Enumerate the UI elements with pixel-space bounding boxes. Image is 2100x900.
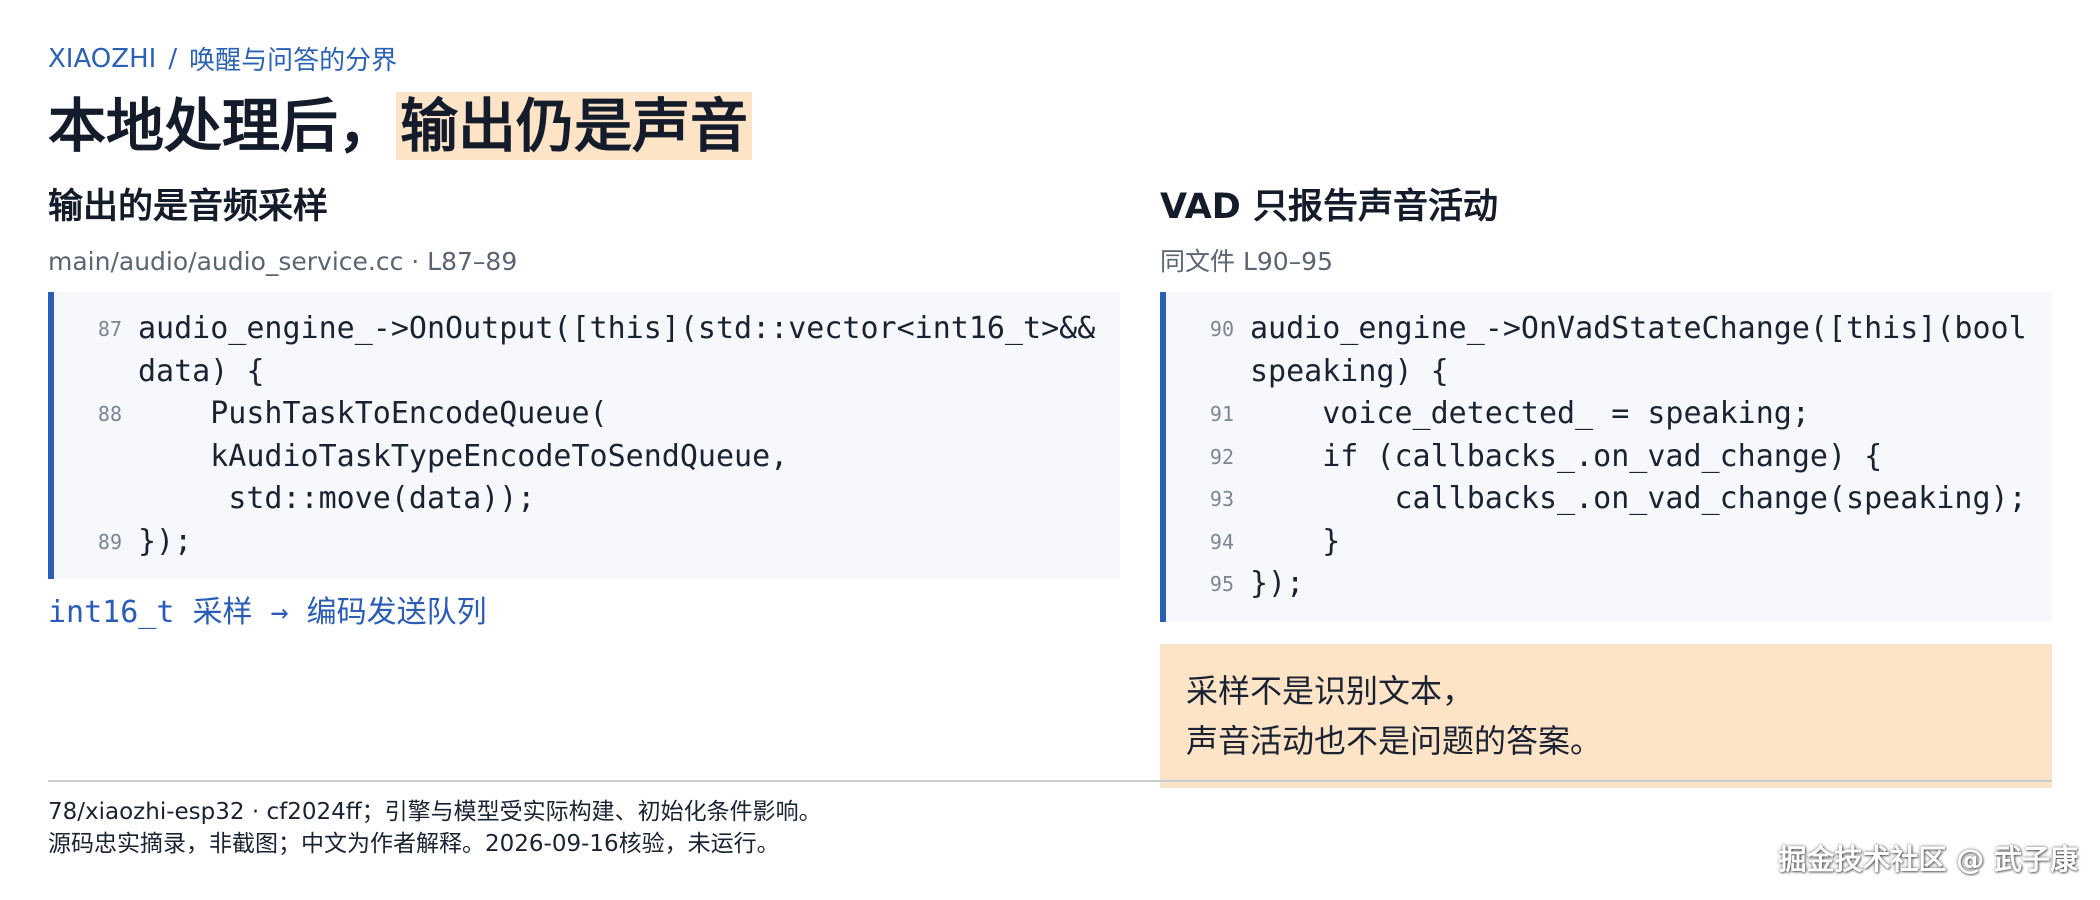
line-number: 92	[1209, 444, 1234, 469]
note-line: 声音活动也不是问题的答案。	[1186, 721, 1603, 760]
code-text: audio_engine_->OnOutput([this](std::vect…	[138, 311, 1114, 389]
code-line: 89 });	[82, 521, 1106, 564]
code-line: 90 audio_engine_->OnVadStateChange([this…	[1194, 308, 2038, 393]
code-text: audio_engine_->OnVadStateChange([this](b…	[1250, 311, 2045, 389]
right-heading: VAD 只报告声音活动	[1160, 187, 1499, 227]
line-number: 95	[1209, 572, 1234, 596]
line-number: 93	[1209, 487, 1234, 511]
line-number: 87	[97, 317, 122, 341]
code-text: });	[138, 523, 193, 559]
breadcrumb-project[interactable]: XIAOZHI	[48, 43, 157, 74]
footer-line-provenance: 78/xiaozhi-esp32 · cf2024ff；引擎与模型受实际构建、初…	[48, 799, 822, 825]
watermark: 掘金技术社区 @ 武子康	[1778, 843, 2079, 876]
code-text: });	[1250, 566, 1305, 601]
callout-note: 采样不是识别文本， 声音活动也不是问题的答案。	[1160, 643, 2052, 788]
line-number: 91	[1209, 402, 1234, 426]
code-text: voice_detected_ = speaking;	[1250, 396, 1810, 431]
slide: XIAOZHI / 唤醒与问答的分界 本地处理后，输出仍是声音 输出的是音频采样…	[48, 0, 2052, 900]
code-text: callbacks_.on_vad_change(speaking);	[1250, 481, 2027, 516]
line-number: 94	[1209, 529, 1234, 554]
breadcrumb: XIAOZHI / 唤醒与问答的分界	[48, 40, 397, 77]
code-line: 93 callbacks_.on_vad_change(speaking);	[1194, 478, 2038, 521]
line-number: 89	[97, 529, 122, 554]
breadcrumb-separator: /	[168, 43, 178, 74]
code-line: 87 audio_engine_->OnOutput([this](std::v…	[82, 308, 1106, 393]
page-title: 本地处理后，输出仍是声音	[48, 84, 753, 168]
breadcrumb-section[interactable]: 唤醒与问答的分界	[189, 46, 398, 76]
footer-divider	[48, 780, 2052, 782]
left-source-ref: main/audio/audio_service.cc · L87–89	[48, 247, 518, 276]
code-line: 91 voice_detected_ = speaking;	[1194, 393, 2038, 436]
left-column: 输出的是音频采样 main/audio/audio_service.cc · L…	[48, 182, 1120, 631]
line-number: 90	[1209, 317, 1234, 341]
right-source-ref: 同文件 L90–95	[1160, 247, 1333, 276]
title-highlight: 输出仍是声音	[396, 92, 753, 160]
code-line: 88 PushTaskToEncodeQueue( kAudioTaskType…	[82, 393, 1106, 521]
footer: 78/xiaozhi-esp32 · cf2024ff；引擎与模型受实际构建、初…	[48, 796, 822, 860]
code-line: 92 if (callbacks_.on_vad_change) {	[1194, 436, 2038, 479]
code-text: if (callbacks_.on_vad_change) {	[1250, 438, 1883, 474]
left-caption: int16_t 采样 → 编码发送队列	[48, 595, 487, 630]
code-text: }	[1250, 523, 1341, 559]
code-line: 95 });	[1194, 563, 2038, 606]
right-code-block: 90 audio_engine_->OnVadStateChange([this…	[1160, 292, 2052, 622]
title-lead: 本地处理后，	[48, 92, 397, 160]
left-heading: 输出的是音频采样	[48, 187, 329, 227]
code-text: PushTaskToEncodeQueue( kAudioTaskTypeEnc…	[210, 396, 789, 516]
code-line: 94 }	[1194, 521, 2038, 564]
left-code-block: 87 audio_engine_->OnOutput([this](std::v…	[48, 292, 1120, 579]
note-line: 采样不是识别文本，	[1186, 671, 1475, 710]
right-column: VAD 只报告声音活动 同文件 L90–95 90 audio_engine_-…	[1160, 182, 2052, 788]
footer-line-disclaimer: 源码忠实摘录，非截图；中文为作者解释。2026-09-16核验，未运行。	[48, 831, 780, 857]
line-number: 88	[97, 402, 122, 426]
